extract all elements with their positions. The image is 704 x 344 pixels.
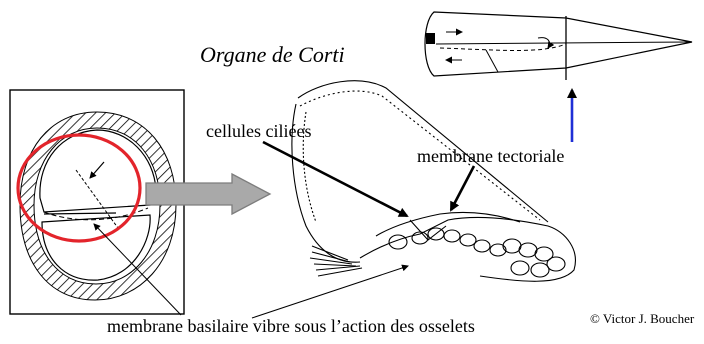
hair-cells-label: cellules ciliées (206, 122, 311, 140)
copyright-credit: © Victor J. Boucher (590, 312, 694, 325)
hair-cells-arrow (263, 142, 407, 216)
organ-of-corti-drawing (292, 81, 575, 281)
outer-cells (503, 239, 565, 277)
uncoiled-cochlea (425, 12, 692, 142)
tectorial-membrane-shape (376, 212, 520, 236)
diagram-title: Organe de Corti (200, 44, 345, 66)
basilar-membrane-label: membrane basilaire vibre sous l’action d… (107, 317, 475, 335)
oval-window (426, 33, 435, 44)
hair-cells-group (389, 228, 506, 256)
nerve-fibers (310, 246, 362, 276)
tectorial-arrow (451, 166, 474, 210)
tectorial-membrane-label: membrane tectoriale (417, 147, 564, 165)
